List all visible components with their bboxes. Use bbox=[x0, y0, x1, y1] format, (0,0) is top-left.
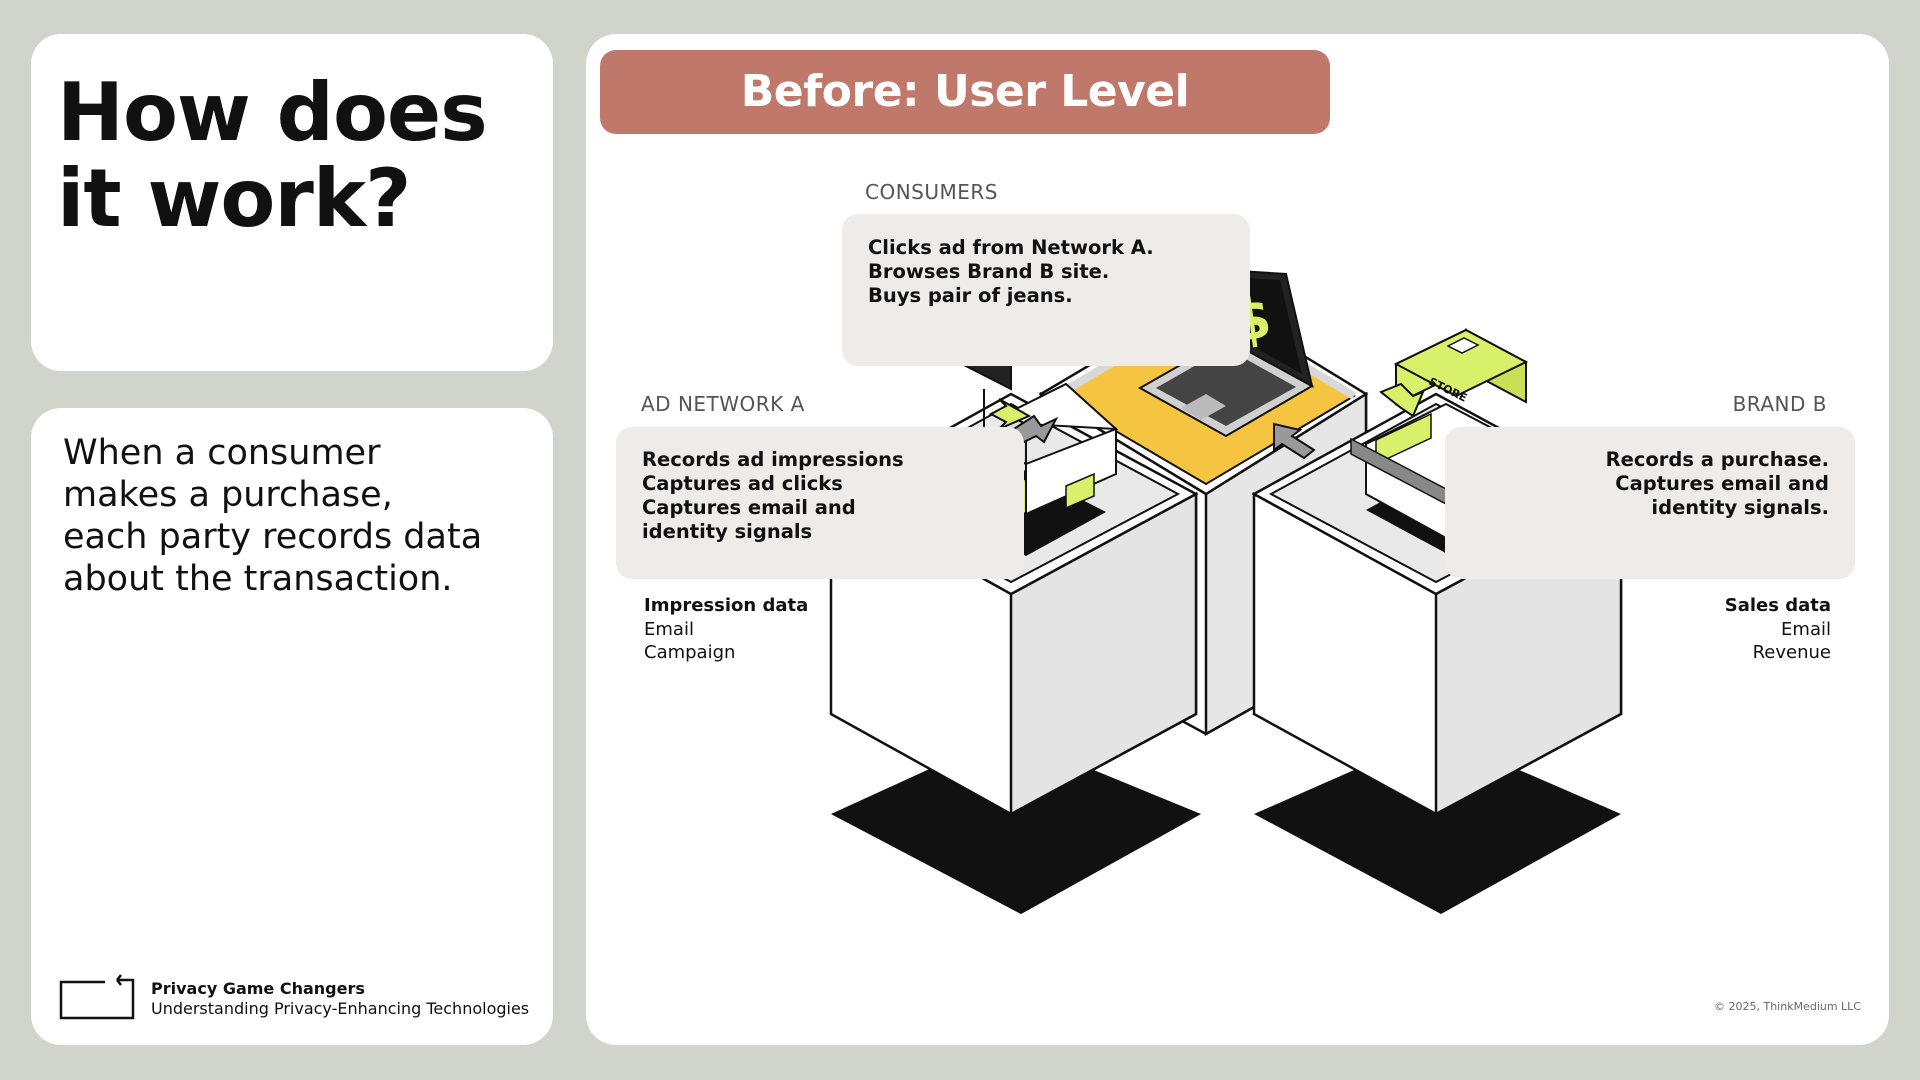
brand-data-item: Email bbox=[1781, 618, 1831, 640]
banner-title: Before: User Level Attribution bbox=[600, 50, 1330, 201]
consumers-info-text: Clicks ad from Network A. Browses Brand … bbox=[868, 236, 1154, 307]
ad-network-data-item: Campaign bbox=[644, 642, 736, 663]
brand-label: BRAND B bbox=[1732, 392, 1827, 416]
ad-network-info-box: Records ad impressions Captures ad click… bbox=[616, 427, 1024, 579]
title-card: How does it work? bbox=[31, 34, 553, 371]
description-card: When a consumer makes a purchase, each p… bbox=[31, 408, 553, 1045]
brand-info-text: Records a purchase. Captures email and i… bbox=[1605, 448, 1829, 519]
brand-data-list: Sales data Email Revenue bbox=[1725, 594, 1831, 665]
ad-network-info-text: Records ad impressions Captures ad click… bbox=[642, 448, 904, 543]
ad-network-data-list: Impression data Email Campaign bbox=[644, 594, 808, 665]
ad-network-label: AD NETWORK A bbox=[641, 392, 805, 416]
brand-title: Privacy Game Changers bbox=[151, 979, 365, 998]
consumers-info-box: Clicks ad from Network A. Browses Brand … bbox=[842, 214, 1250, 366]
diagram-card: $ bbox=[586, 34, 1889, 1045]
consumers-label: CONSUMERS bbox=[865, 180, 998, 204]
loop-arrow-logo-icon bbox=[59, 974, 135, 1020]
brand-subtitle: Understanding Privacy-Enhancing Technolo… bbox=[151, 999, 530, 1018]
brand-info-box: Records a purchase. Captures email and i… bbox=[1445, 427, 1855, 579]
ad-network-data-item: Email bbox=[644, 618, 694, 640]
page-title: How does it work? bbox=[57, 66, 488, 245]
copyright-text: © 2025, ThinkMedium LLC bbox=[1714, 1000, 1861, 1013]
description-text: When a consumer makes a purchase, each p… bbox=[63, 433, 483, 599]
brand-data-item: Revenue bbox=[1752, 642, 1831, 663]
brand-data-heading: Sales data bbox=[1724, 595, 1831, 616]
ad-network-data-heading: Impression data bbox=[644, 595, 809, 616]
